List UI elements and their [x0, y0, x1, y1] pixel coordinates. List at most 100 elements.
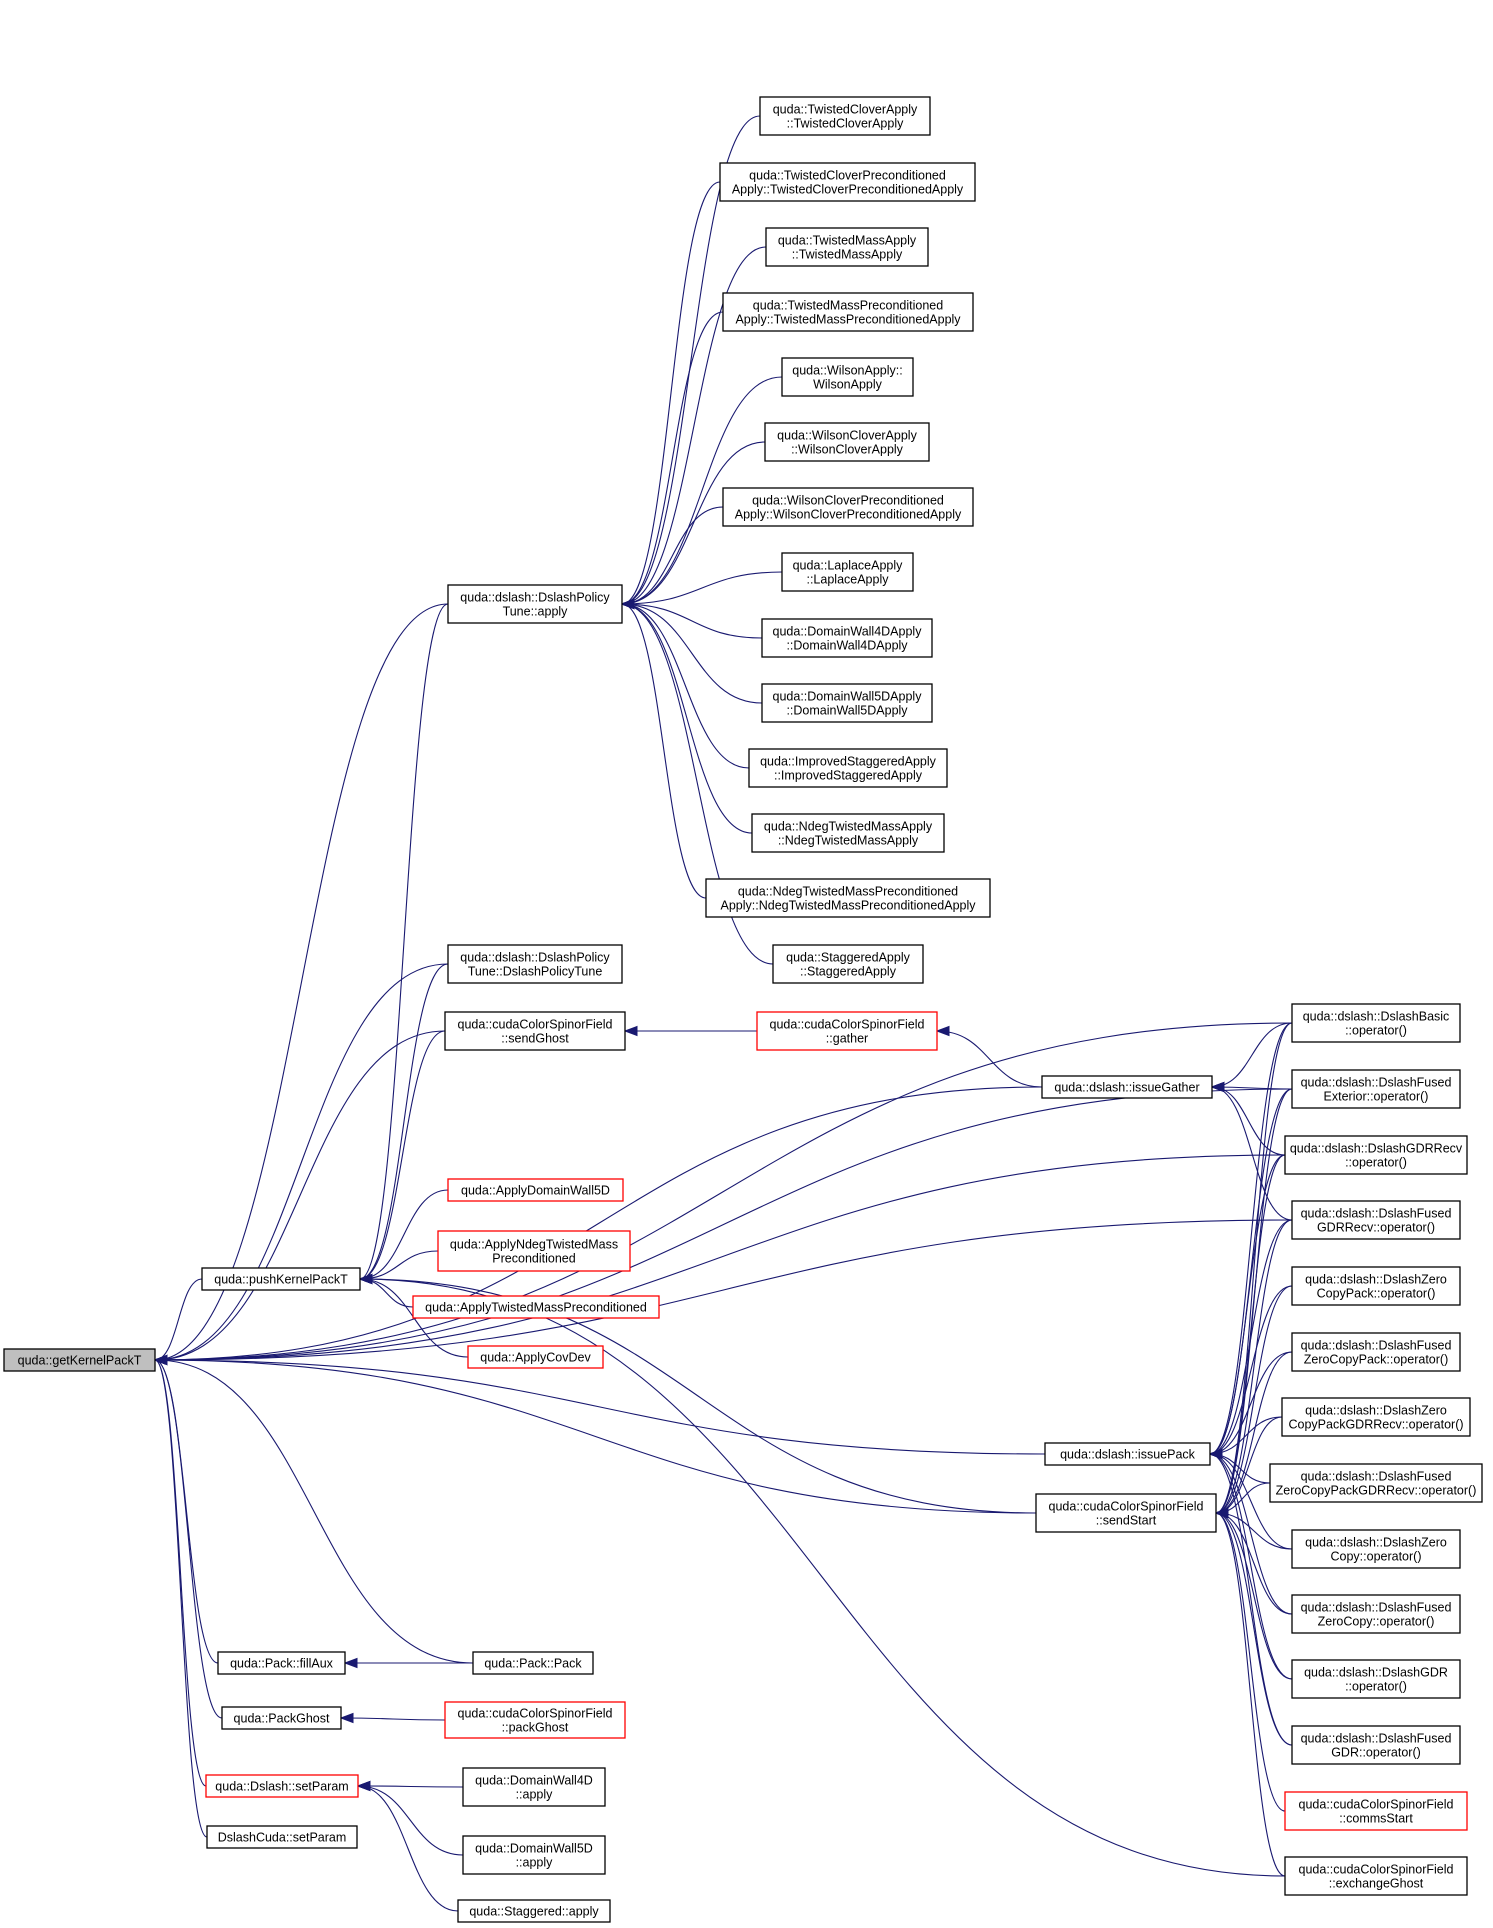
node-dslashBasic[interactable]: quda::dslash::DslashBasic::operator(): [1291, 1003, 1461, 1043]
node-cpsPackGhost[interactable]: quda::cudaColorSpinorField::packGhost: [444, 1701, 626, 1739]
node-box[interactable]: [764, 422, 930, 462]
node-box[interactable]: [1284, 1791, 1468, 1831]
node-box[interactable]: [1291, 1069, 1461, 1109]
node-box[interactable]: [761, 618, 933, 658]
node-twistedClover[interactable]: quda::TwistedCloverApply::TwistedCloverA…: [759, 96, 931, 136]
node-box[interactable]: [437, 1230, 631, 1272]
node-box[interactable]: [462, 1767, 606, 1807]
node-packPack[interactable]: quda::Pack::Pack: [472, 1651, 594, 1675]
node-dslashFusedExt[interactable]: quda::dslash::DslashFusedExterior::opera…: [1291, 1069, 1461, 1109]
node-box[interactable]: [1291, 1332, 1461, 1372]
node-policyTune[interactable]: quda::dslash::DslashPolicyTune::DslashPo…: [447, 944, 623, 984]
node-ndegTMPrec[interactable]: quda::NdegTwistedMassPreconditionedApply…: [705, 878, 991, 918]
node-zeroCopyPackGDRRecv[interactable]: quda::dslash::DslashZeroCopyPackGDRRecv:…: [1281, 1397, 1471, 1437]
node-box[interactable]: [1291, 1266, 1461, 1306]
node-exchangeGhost[interactable]: quda::cudaColorSpinorField::exchangeGhos…: [1284, 1856, 1468, 1896]
node-box[interactable]: [472, 1651, 594, 1675]
node-gather[interactable]: quda::cudaColorSpinorField::gather: [756, 1011, 938, 1051]
node-ndegTM[interactable]: quda::NdegTwistedMassApply::NdegTwistedM…: [751, 813, 945, 853]
node-box[interactable]: [1291, 1200, 1461, 1240]
node-dslashFusedGDRRecv[interactable]: quda::dslash::DslashFusedGDRRecv::operat…: [1291, 1200, 1461, 1240]
node-box[interactable]: [1044, 1442, 1211, 1466]
node-improvedStaggered[interactable]: quda::ImprovedStaggeredApply::ImprovedSt…: [748, 748, 948, 788]
node-dslashCudaSetParam[interactable]: DslashCuda::setParam: [206, 1825, 358, 1849]
node-box[interactable]: [1284, 1135, 1468, 1175]
node-box[interactable]: [3, 1348, 156, 1372]
node-fusedZeroCopyPackGDRRecv[interactable]: quda::dslash::DslashFusedZeroCopyPackGDR…: [1269, 1463, 1483, 1503]
node-wilson[interactable]: quda::WilsonApply::WilsonApply: [781, 357, 914, 397]
node-box[interactable]: [462, 1835, 606, 1875]
node-laplace[interactable]: quda::LaplaceApply::LaplaceApply: [781, 552, 914, 592]
node-packGhost[interactable]: quda::PackGhost: [221, 1706, 342, 1730]
node-dslashSetParam[interactable]: quda::Dslash::setParam: [205, 1774, 359, 1798]
node-box[interactable]: [447, 584, 623, 624]
node-getKernelPackT[interactable]: quda::getKernelPackT: [3, 1348, 156, 1372]
node-applyCovDev[interactable]: quda::ApplyCovDev: [467, 1345, 604, 1369]
node-box[interactable]: [756, 1011, 938, 1051]
node-dw4dApplyFn[interactable]: quda::DomainWall4D::apply: [462, 1767, 606, 1807]
node-box[interactable]: [447, 944, 623, 984]
node-box[interactable]: [221, 1706, 342, 1730]
node-zeroCopyPack[interactable]: quda::dslash::DslashZeroCopyPack::operat…: [1291, 1266, 1461, 1306]
node-twistedMass[interactable]: quda::TwistedMassApply::TwistedMassApply: [765, 227, 929, 267]
node-box[interactable]: [1291, 1529, 1461, 1569]
node-staggeredApply[interactable]: quda::Staggered::apply: [457, 1899, 611, 1923]
node-box[interactable]: [748, 748, 948, 788]
node-box[interactable]: [444, 1011, 626, 1051]
node-box[interactable]: [412, 1295, 660, 1319]
node-box[interactable]: [1284, 1856, 1468, 1896]
node-box[interactable]: [467, 1345, 604, 1369]
node-fusedZeroCopyPack[interactable]: quda::dslash::DslashFusedZeroCopyPack::o…: [1291, 1332, 1461, 1372]
node-fusedZeroCopy[interactable]: quda::dslash::DslashFusedZeroCopy::opera…: [1291, 1594, 1461, 1634]
node-dw4dApply[interactable]: quda::DomainWall4DApply::DomainWall4DApp…: [761, 618, 933, 658]
node-box[interactable]: [1281, 1397, 1471, 1437]
node-box[interactable]: [444, 1701, 626, 1739]
node-twistedMassPrec[interactable]: quda::TwistedMassPreconditionedApply::Tw…: [722, 292, 974, 332]
node-pushKernelPackT[interactable]: quda::pushKernelPackT: [201, 1267, 361, 1291]
node-sendGhost[interactable]: quda::cudaColorSpinorField::sendGhost: [444, 1011, 626, 1051]
node-applyTMPrec[interactable]: quda::ApplyTwistedMassPreconditioned: [412, 1295, 660, 1319]
node-commsStart[interactable]: quda::cudaColorSpinorField::commsStart: [1284, 1791, 1468, 1831]
node-box[interactable]: [751, 813, 945, 853]
node-box[interactable]: [457, 1899, 611, 1923]
node-box[interactable]: [761, 683, 933, 723]
node-box[interactable]: [447, 1178, 624, 1202]
node-sendStart[interactable]: quda::cudaColorSpinorField::sendStart: [1035, 1493, 1217, 1533]
node-box[interactable]: [781, 357, 914, 397]
node-box[interactable]: [1269, 1463, 1483, 1503]
node-box[interactable]: [705, 878, 991, 918]
node-box[interactable]: [1291, 1594, 1461, 1634]
node-fillAux[interactable]: quda::Pack::fillAux: [217, 1651, 346, 1675]
node-box[interactable]: [1041, 1075, 1213, 1099]
node-dslashGDRRecv[interactable]: quda::dslash::DslashGDRRecv::operator(): [1284, 1135, 1468, 1175]
node-wilsonCloverPrec[interactable]: quda::WilsonCloverPreconditionedApply::W…: [722, 487, 974, 527]
node-dw5dApply[interactable]: quda::DomainWall5DApply::DomainWall5DApp…: [761, 683, 933, 723]
node-staggeredApplyCls[interactable]: quda::StaggeredApply::StaggeredApply: [772, 944, 924, 984]
node-box[interactable]: [217, 1651, 346, 1675]
node-box[interactable]: [1291, 1725, 1461, 1765]
node-box[interactable]: [781, 552, 914, 592]
node-box[interactable]: [722, 487, 974, 527]
node-twistedCloverPrec[interactable]: quda::TwistedCloverPreconditionedApply::…: [719, 162, 976, 202]
node-box[interactable]: [1035, 1493, 1217, 1533]
node-issueGather[interactable]: quda::dslash::issueGather: [1041, 1075, 1213, 1099]
node-box[interactable]: [205, 1774, 359, 1798]
node-box[interactable]: [1291, 1659, 1461, 1699]
node-box[interactable]: [772, 944, 924, 984]
node-box[interactable]: [765, 227, 929, 267]
node-policyApply[interactable]: quda::dslash::DslashPolicyTune::apply: [447, 584, 623, 624]
node-box[interactable]: [201, 1267, 361, 1291]
node-dslashGDR[interactable]: quda::dslash::DslashGDR::operator(): [1291, 1659, 1461, 1699]
node-box[interactable]: [719, 162, 976, 202]
node-box[interactable]: [206, 1825, 358, 1849]
node-applyDW5D[interactable]: quda::ApplyDomainWall5D: [447, 1178, 624, 1202]
node-issuePack[interactable]: quda::dslash::issuePack: [1044, 1442, 1211, 1466]
node-dw5dApplyFn[interactable]: quda::DomainWall5D::apply: [462, 1835, 606, 1875]
node-box[interactable]: [1291, 1003, 1461, 1043]
node-box[interactable]: [722, 292, 974, 332]
node-wilsonClover[interactable]: quda::WilsonCloverApply::WilsonCloverApp…: [764, 422, 930, 462]
node-box[interactable]: [759, 96, 931, 136]
